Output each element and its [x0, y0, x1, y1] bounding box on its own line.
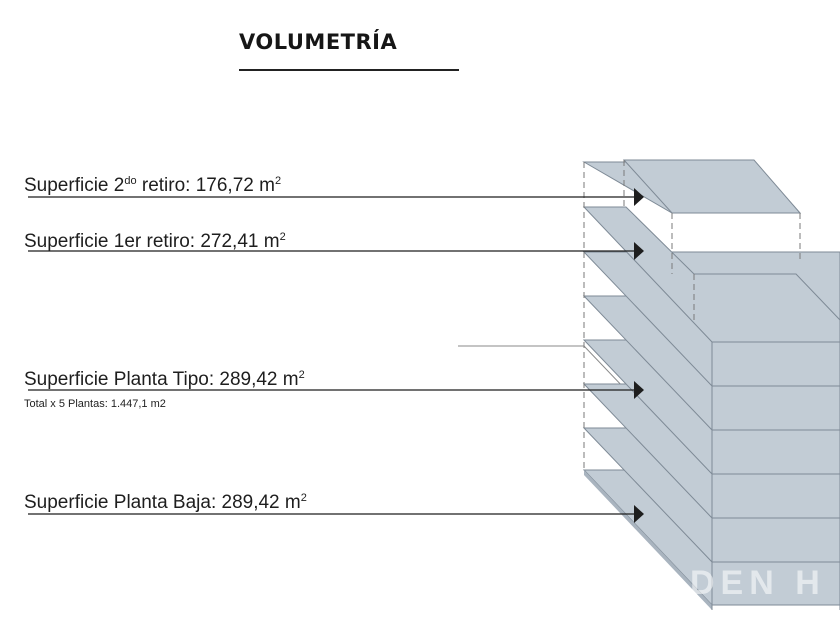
total-plantas-note: Total x 5 Plantas: 1.447,1 m2: [24, 398, 166, 410]
watermark: DEN H: [690, 564, 826, 602]
slab-retiro-1: [582, 206, 840, 343]
hidden-lines: [583, 160, 801, 470]
leader-lines: [28, 188, 644, 523]
arrow-icon: [634, 381, 644, 399]
slab-top: [622, 159, 802, 214]
slab-floor-1-edge: [584, 470, 712, 610]
arrow-icon: [634, 505, 644, 523]
page-title: VOLUMETRÍA: [239, 30, 398, 54]
label-superficie-2do-retiro: Superficie 2do retiro: 176,72 m2: [24, 175, 282, 196]
label-superficie-1er-retiro: Superficie 1er retiro: 272,41 m2: [24, 231, 286, 252]
title-underline: [239, 69, 459, 71]
volume-edges: [711, 320, 840, 610]
arrow-icon: [634, 188, 644, 206]
arrow-icon: [634, 242, 644, 260]
label-superficie-planta-tipo: Superficie Planta Tipo: 289,42 m2: [24, 369, 305, 390]
label-superficie-planta-baja: Superficie Planta Baja: 289,42 m2: [24, 492, 307, 513]
